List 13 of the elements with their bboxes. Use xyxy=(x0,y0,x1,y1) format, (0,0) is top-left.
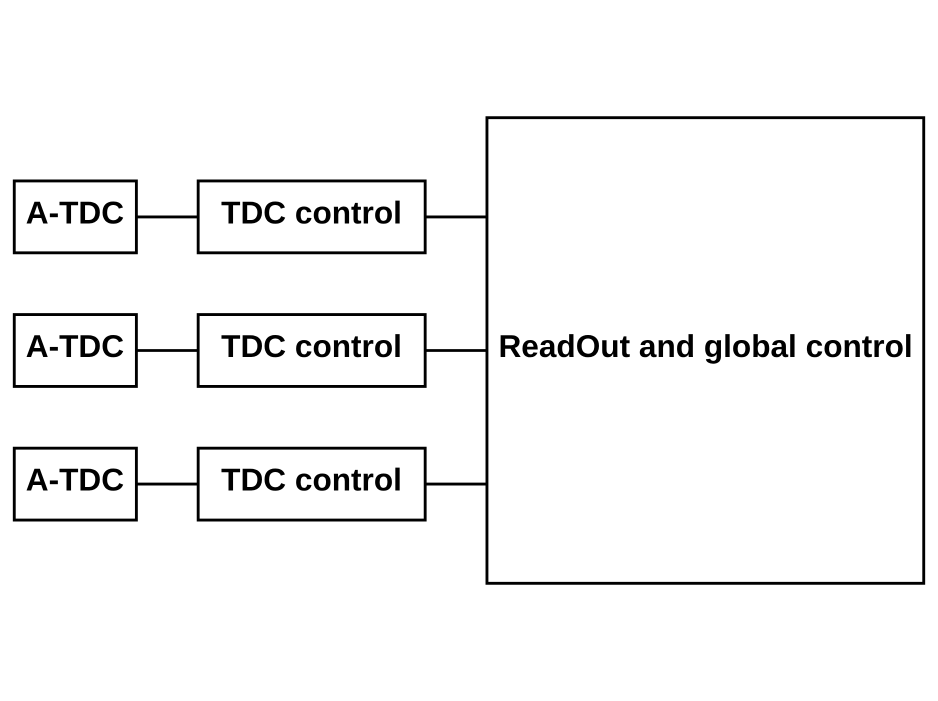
node-box: A-TDC xyxy=(12,180,138,254)
connector xyxy=(136,482,198,486)
connector xyxy=(136,215,198,218)
connector xyxy=(426,482,487,486)
node-box: A-TDC xyxy=(12,446,138,522)
connector xyxy=(136,349,198,352)
connector xyxy=(426,215,487,218)
node-box: TDC control xyxy=(196,180,427,254)
node-box: TDC control xyxy=(196,313,427,388)
node-box: ReadOut and global control xyxy=(486,116,926,585)
node-box: TDC control xyxy=(196,446,427,522)
connector xyxy=(426,349,487,352)
node-box: A-TDC xyxy=(12,313,138,388)
